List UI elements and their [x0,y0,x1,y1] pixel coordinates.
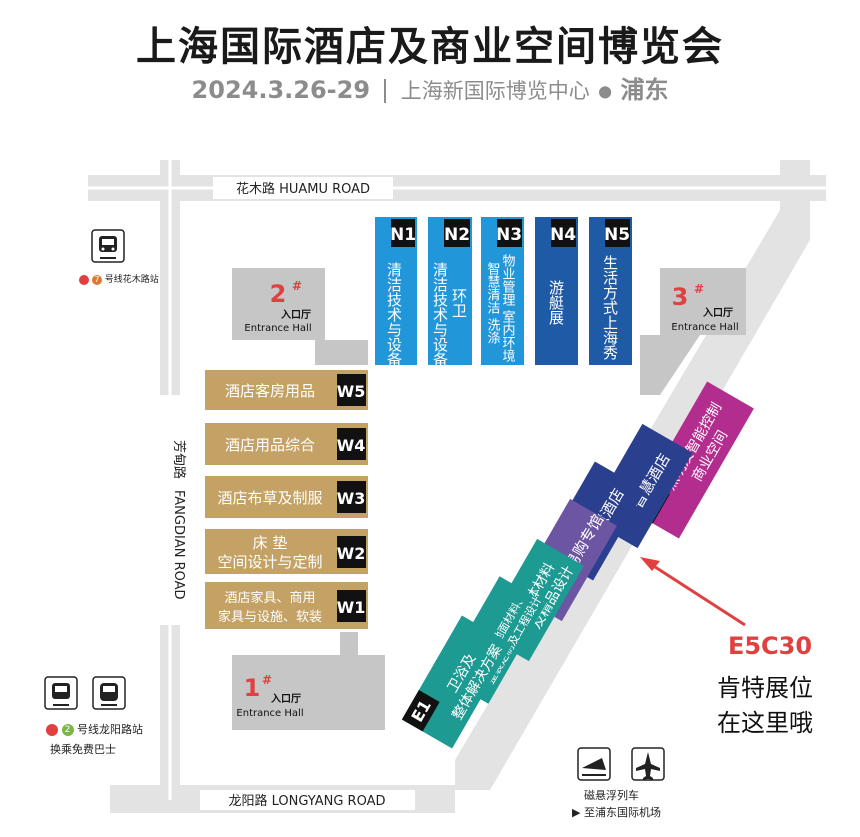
hall-code: W5 [337,382,366,401]
booth-code: E5C30 [727,632,813,660]
hall-n3[interactable]: N3 物业管理 室内环境 智慧清洁 洗涤 [481,217,524,365]
bullet-dot: ● [598,81,613,101]
hall-code: N3 [496,225,522,245]
hall-code: W3 [337,489,366,508]
event-district: 浦东 [620,76,669,104]
hall-code: N5 [604,225,630,245]
hall-code: W4 [337,436,366,455]
hall-category: 家具与设施、软装 [218,609,322,625]
entrance-label-cn: 入口厅 [271,693,301,705]
bus-icon [92,676,126,710]
divider [384,79,387,103]
metro-station-name: 号线龙阳路站 [77,723,143,736]
hall-n1[interactable]: N1 清洁技术与设备 [375,217,417,367]
hall-n2[interactable]: N2 清洁技术与设备 环卫 [428,217,472,367]
metro-7-icon [91,229,125,263]
event-venue: 上海新国际博览中心 [400,79,590,103]
road-label-bg [200,790,415,810]
page-title: 上海国际酒店及商业空间博览会 [136,24,724,70]
play-icon: ▶ [572,806,581,819]
metro-7-label: 7 号线花木路站 [79,272,159,285]
hall-code: N1 [390,225,416,245]
entrance-mark: # [292,279,302,293]
hall-code: N2 [444,225,470,245]
hall-category: 物业管理 室内环境 [500,254,516,363]
hall-w5[interactable]: W5 酒店客房用品 [205,370,368,410]
hall-w1[interactable]: W1 酒店家具、商用 家具与设施、软装 [205,582,368,629]
hall-category: 空间设计与定制 [217,553,322,571]
entrance-label-en: Entrance Hall [244,323,311,334]
hall-category: 智慧清洁 洗涤 [485,262,501,345]
entrance-label-cn: 入口厅 [703,307,733,319]
hall-w4[interactable]: W4 酒店用品综合 [205,423,368,465]
entrance-hall-3[interactable]: 3 # 入口厅 Entrance Hall [640,268,746,395]
maglev-train-icon [577,747,611,781]
hall-w3[interactable]: W3 酒店布草及制服 [205,476,368,518]
hall-category: 酒店用品综合 [225,436,315,454]
road-label-longyang: 龙阳路 LONGYANG ROAD [229,793,386,809]
hall-category: 酒店布草及制服 [217,489,322,507]
entrance-hall-1[interactable]: 1 # 入口厅 Entrance Hall [232,632,385,730]
road-label-bg [213,177,393,199]
entrance-label-en: Entrance Hall [671,322,738,333]
metro-line-badge: 7 [91,274,102,285]
entrance-hall-2[interactable]: 2 # 入口厅 Entrance Hall [232,268,368,365]
hall-category: 床 垫 [253,534,288,552]
metro-logo-icon [79,274,89,285]
metro-line-badge: 2 [61,724,74,736]
airport-label: ▶ 至浦东国际机场 [572,806,661,819]
entrance-number: 1 [244,674,261,702]
hall-category: 生活方式上海秀 [601,255,619,361]
hall-category: 环卫 [450,288,468,318]
hall-code: W2 [337,544,366,563]
hall-n5[interactable]: N5 生活方式上海秀 [589,217,632,365]
maglev-label: 磁悬浮列车 [584,789,639,802]
booth-note-line1: 肯特展位 [717,674,813,702]
metro-2-label: 2 号线龙阳路站 [46,721,143,737]
entrance-mark: # [694,282,704,296]
hall-n4[interactable]: N4 游艇展 [535,217,578,365]
airplane-icon [631,747,665,781]
hall-category: 清洁技术与设备 [431,262,449,367]
entrance-mark: # [262,673,272,687]
shuttle-bus-label: 换乘免费巴士 [50,743,116,756]
hall-category: 游艇展 [547,280,565,325]
road-label-huamu: 花木路 HUAMU ROAD [236,181,370,197]
booth-note-line2: 在这里哦 [717,709,813,737]
road-label-fangdian-en: FANGDIAN ROAD [171,490,186,600]
hall-category: 酒店家具、商用 [224,590,315,606]
hall-category: 酒店客房用品 [225,382,315,400]
metro-2-icon [44,676,78,710]
entrance-number: 3 [672,283,689,311]
booth-pointer-arrow [640,557,746,627]
road-label-bg [159,395,181,625]
event-subtitle: 2024.3.26-29 上海新国际博览中心 ● 浦东 [0,70,860,105]
event-dates: 2024.3.26-29 [191,76,371,104]
hall-code: N4 [550,225,576,245]
entrance-label-en: Entrance Hall [236,708,303,719]
hall-w2[interactable]: W2 床 垫 空间设计与定制 [205,529,368,574]
entrance-number: 2 [270,280,287,308]
metro-station-name: 号线花木路站 [104,275,159,285]
road-label-fangdian-cn: 芳甸路 [171,440,187,479]
hall-code: W1 [337,598,366,617]
metro-logo-icon [46,724,58,736]
hall-category: 清洁技术与设备 [385,262,403,367]
entrance-label-cn: 入口厅 [281,309,311,321]
